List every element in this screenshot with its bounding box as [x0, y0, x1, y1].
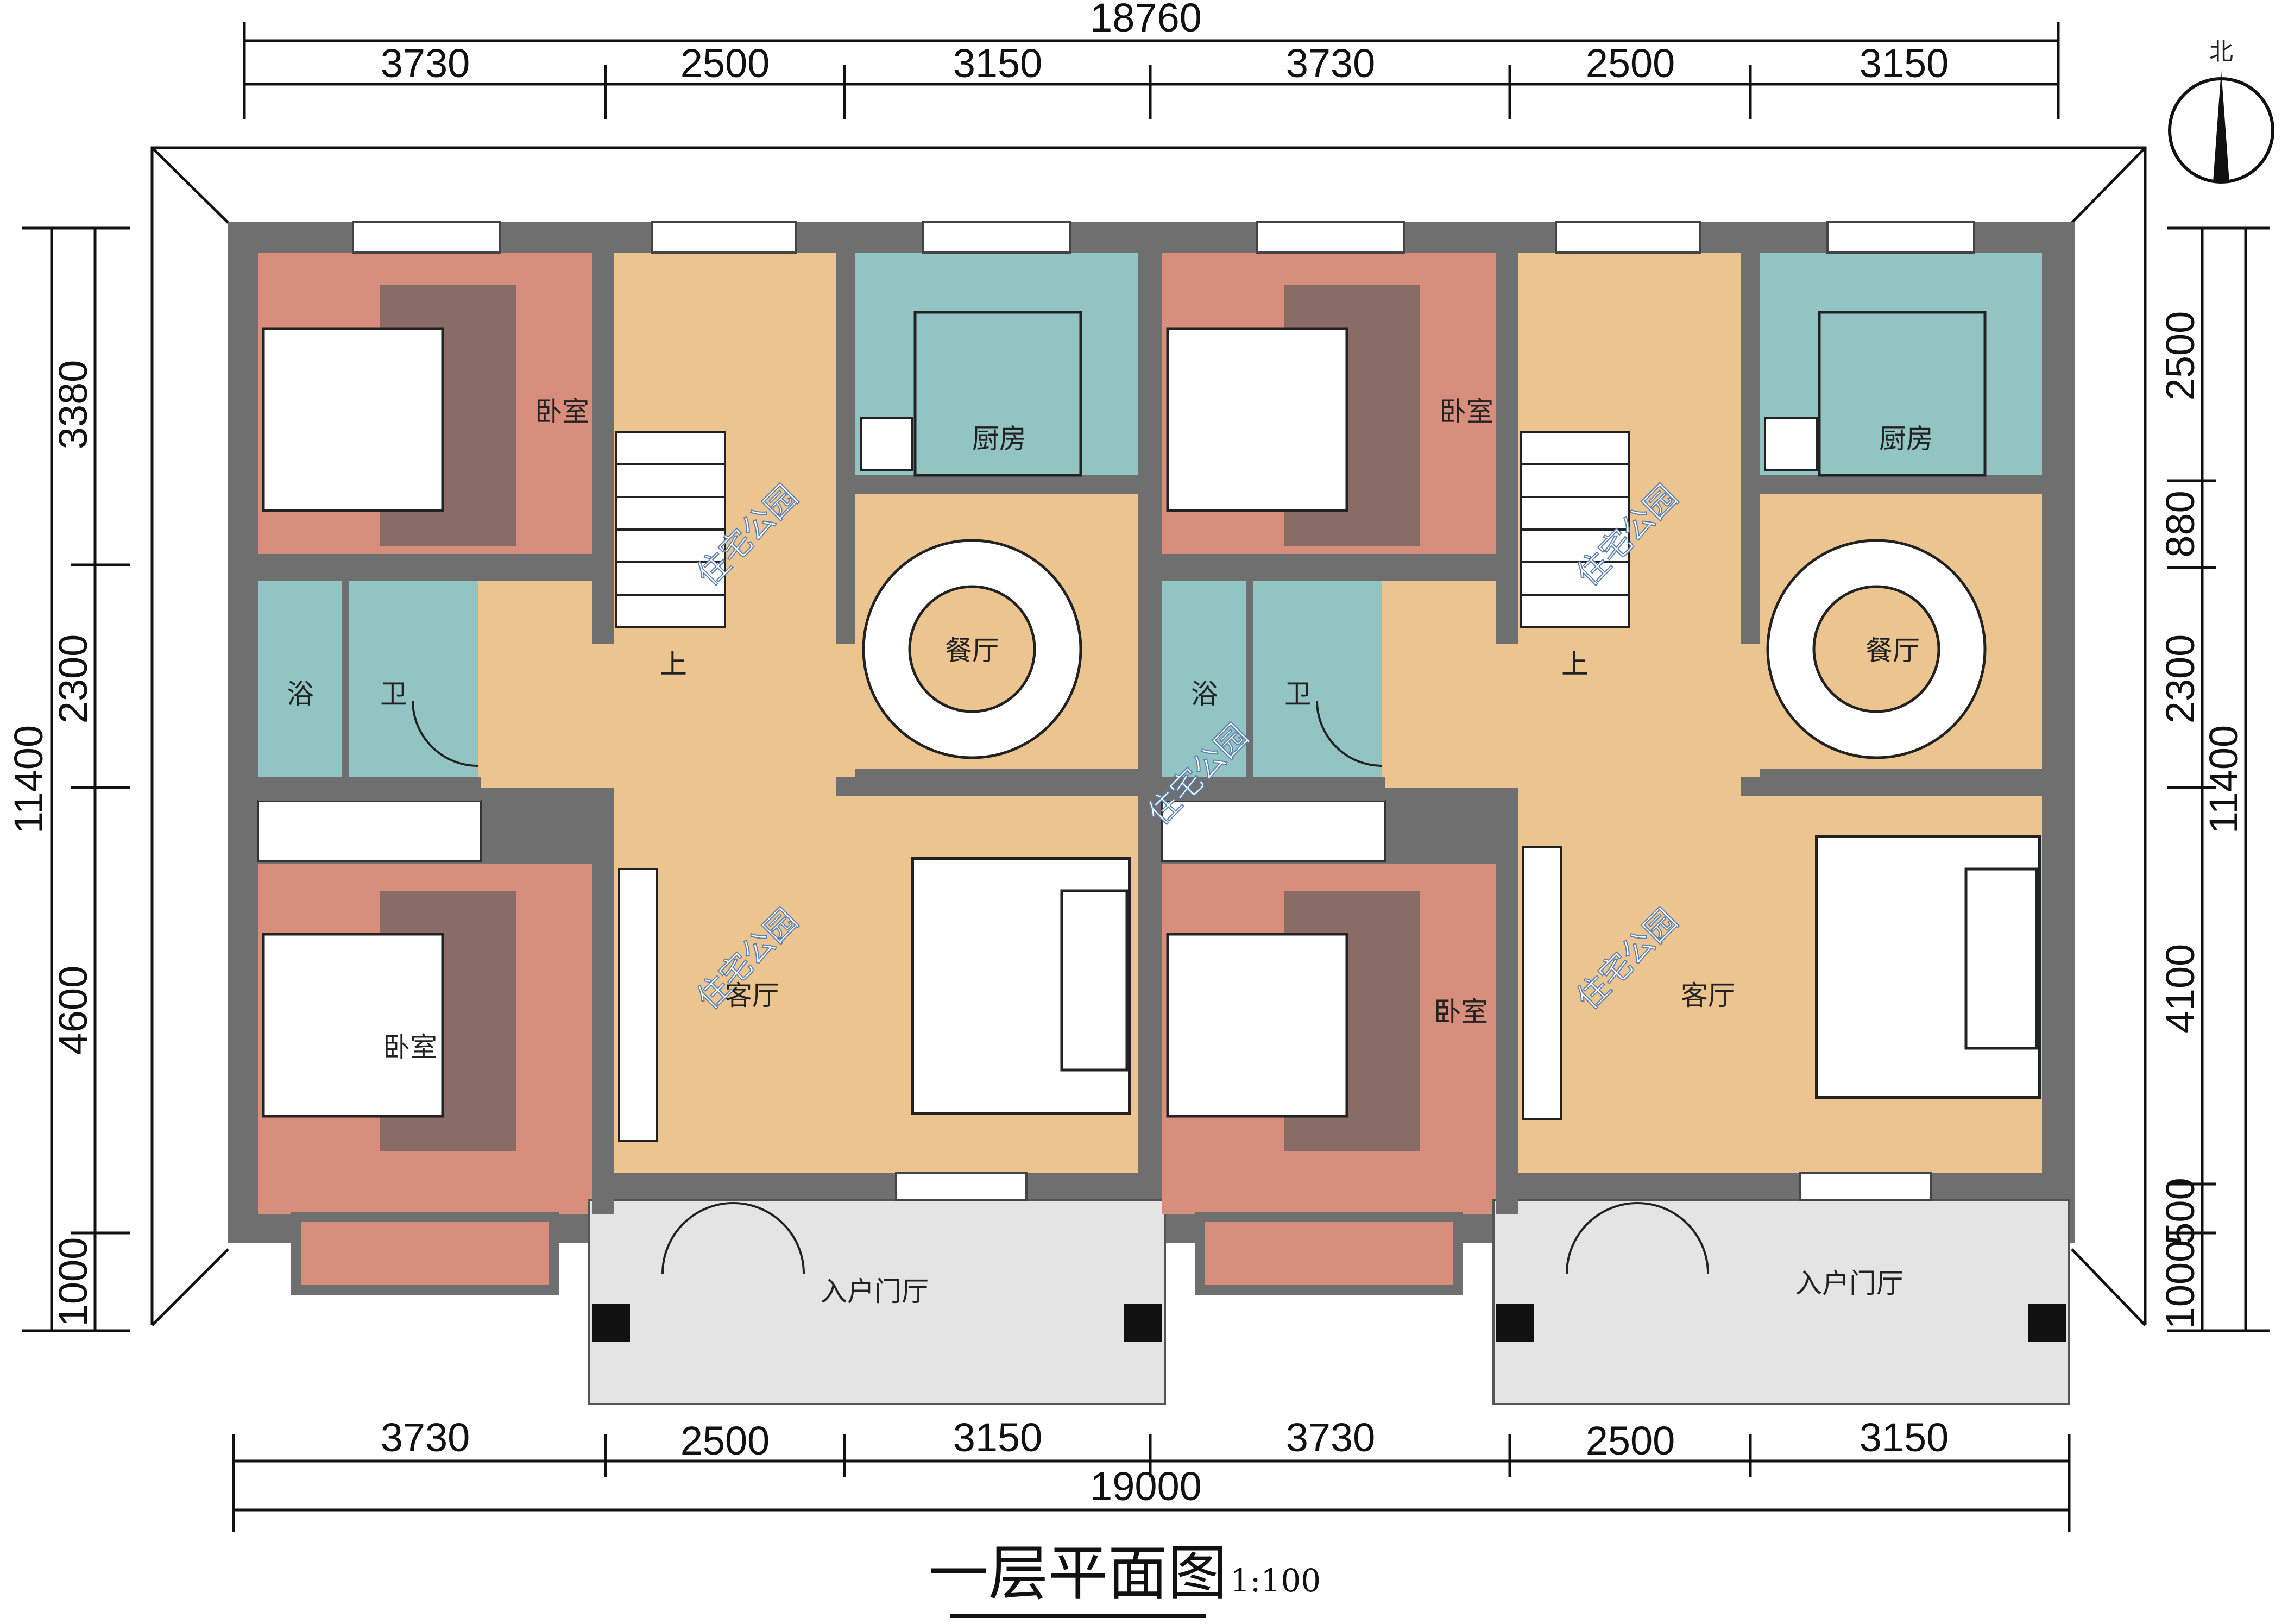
right-dimensions	[2167, 226, 2270, 1332]
top-dim-1: 3730	[381, 41, 470, 86]
porch-right	[1492, 1199, 2070, 1405]
label-stair-up-left: 上	[660, 649, 687, 680]
bay-window-right	[1195, 1212, 1463, 1295]
label-kitchen-right: 厨房	[1879, 423, 1933, 455]
label-bedroom-right-1: 卧室	[1439, 396, 1493, 427]
right-dim-6: 1000	[2158, 1240, 2203, 1330]
top-dim-5: 2500	[1586, 41, 1675, 86]
drawing-title: 一层平面图	[929, 1539, 1227, 1608]
hall-floor-right	[1382, 581, 1518, 788]
left-dim-1: 3380	[51, 360, 96, 450]
bottom-dim-4: 3730	[1286, 1415, 1376, 1460]
left-dim-2: 2300	[51, 634, 96, 724]
hall-floor	[478, 581, 614, 788]
label-bedroom-right-2: 卧室	[1434, 996, 1488, 1028]
corridor-floor	[614, 644, 855, 788]
left-dim-4: 1000	[51, 1237, 96, 1327]
right-dim-1: 2500	[2158, 311, 2203, 401]
label-toilet-right: 卫	[1284, 678, 1312, 710]
top-dimensions	[243, 22, 2060, 119]
porch-pillar-4	[2028, 1304, 2066, 1342]
top-dim-3: 3150	[953, 41, 1043, 86]
porch-pillar-3	[1496, 1304, 1534, 1342]
drawing-scale: 1:100	[1230, 1562, 1321, 1599]
right-dim-5: 500	[2158, 1178, 2203, 1244]
label-toilet-left: 卫	[380, 678, 407, 710]
right-dim-4: 4100	[2158, 944, 2203, 1034]
north-label: 北	[2209, 38, 2233, 66]
left-total-dimension: 11400	[6, 725, 51, 834]
label-living-left: 客厅	[725, 980, 779, 1011]
left-dim-3: 4600	[51, 966, 96, 1055]
label-entry-left: 入户门厅	[820, 1276, 929, 1307]
left-dimensions	[22, 226, 130, 1332]
right-dim-3: 2300	[2158, 634, 2203, 724]
unit-left: 卧室 厨房 餐厅 浴 卫 上 客厅 卧室 入户门厅	[257, 221, 1166, 1405]
bottom-dim-6: 3150	[1860, 1415, 1949, 1460]
north-arrow-icon: 北	[2168, 38, 2274, 184]
top-dim-4: 3730	[1286, 41, 1376, 86]
roof-outline	[150, 146, 2147, 1326]
top-dim-6: 3150	[1860, 41, 1949, 86]
label-kitchen-left: 厨房	[972, 423, 1026, 455]
porch-pillar-2	[1124, 1304, 1162, 1342]
label-living-right: 客厅	[1681, 980, 1735, 1011]
unit-right: 卧室 厨房 餐厅 浴 卫 上 客厅 卧室 入户门厅	[1161, 221, 2070, 1405]
label-bedroom-left-1: 卧室	[535, 396, 589, 427]
label-bath-right: 浴	[1191, 678, 1218, 710]
bathroom-floor-right	[1162, 581, 1382, 777]
right-dim-2: 880	[2158, 490, 2203, 557]
porch-left	[588, 1199, 1166, 1405]
label-stair-up-right: 上	[1561, 649, 1589, 680]
bottom-dimensions	[232, 1434, 2071, 1532]
bay-window-left	[291, 1212, 559, 1295]
porch-pillar-1	[592, 1304, 630, 1342]
bottom-dim-1: 3730	[381, 1415, 470, 1460]
right-total-dimension: 11400	[2201, 725, 2246, 834]
wardrobe-right	[1161, 800, 1386, 862]
corridor-floor-right	[1518, 644, 1760, 788]
top-total-dimension: 18760	[1090, 0, 1202, 40]
bottom-dim-3: 3150	[953, 1415, 1043, 1460]
label-entry-right: 入户门厅	[1795, 1268, 1903, 1299]
top-dim-2: 2500	[680, 41, 770, 86]
label-bedroom-left-2: 卧室	[383, 1031, 437, 1063]
wardrobe-left	[257, 800, 482, 862]
bathroom-floor	[258, 581, 478, 777]
label-dining-right: 餐厅	[1865, 635, 1920, 666]
bottom-dim-2: 2500	[680, 1418, 770, 1463]
label-dining-left: 餐厅	[945, 635, 999, 666]
label-bath-left: 浴	[287, 678, 314, 710]
bottom-dim-5: 2500	[1586, 1418, 1675, 1463]
bottom-total-dimension: 19000	[1090, 1464, 1202, 1509]
